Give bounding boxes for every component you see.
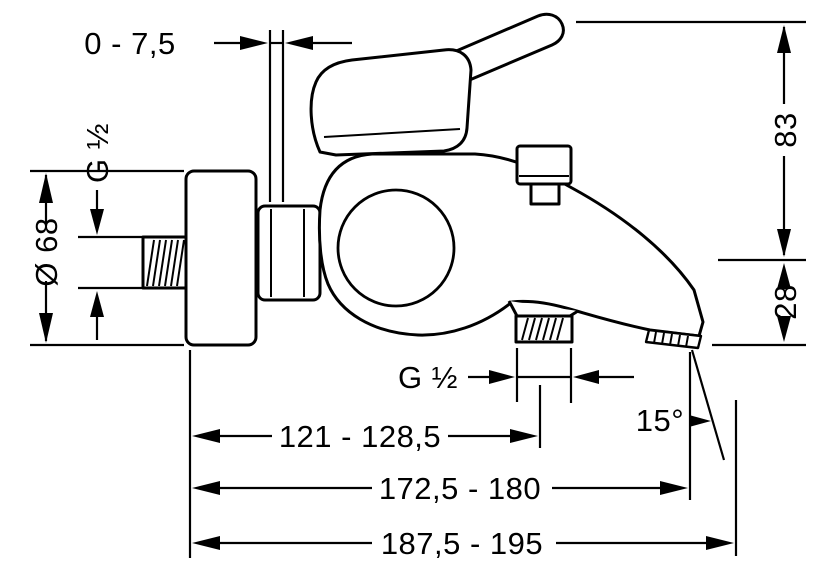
dim-label-inlet-thread: G ½ — [80, 123, 115, 183]
handle-cap — [309, 48, 473, 157]
dim-inlet-thread: G ½ — [78, 123, 144, 340]
aerator-block — [644, 328, 703, 350]
diverter-knob — [515, 144, 573, 186]
valve-housing-circle — [336, 188, 456, 308]
dim-label-depth-outlet: 121 - 128,5 — [279, 419, 441, 454]
dim-label-wall-offset: 0 - 7,5 — [84, 26, 175, 61]
connector-nut — [256, 204, 322, 302]
outlet-thread-hatch — [521, 317, 564, 341]
dim-label-depth-aerator: 172,5 - 180 — [379, 471, 541, 506]
faucet-body — [317, 152, 705, 338]
shower-outlet — [507, 300, 579, 344]
dim-label-outlet-thread: G ½ — [398, 360, 458, 395]
dim-outlet-thread: G ½ — [398, 348, 634, 403]
faucet-drawing — [141, 12, 705, 350]
dim-height-83: 83 — [576, 20, 806, 262]
dim-escutcheon-diameter: Ø 68 — [29, 169, 184, 347]
inlet-thread-nipple — [141, 235, 188, 290]
dim-label-height-28: 28 — [768, 284, 803, 319]
inlet-thread-hatch — [146, 239, 185, 287]
dim-label-escutcheon-diameter: Ø 68 — [29, 217, 64, 286]
dim-height-28: 28 — [712, 263, 806, 347]
dim-wall-offset: 0 - 7,5 — [84, 26, 352, 202]
dim-depth-outlet: 121 - 128,5 — [192, 385, 542, 454]
dim-spout-angle: 15° — [636, 349, 726, 461]
dim-label-spout-angle: 15° — [636, 403, 684, 438]
dim-depth-spout-tip: 187,5 - 195 — [192, 400, 738, 561]
dim-label-depth-spout-tip: 187,5 - 195 — [381, 526, 543, 561]
escutcheon-plate — [184, 169, 258, 347]
dim-label-height-83: 83 — [768, 112, 803, 147]
dim-depth-aerator: 172,5 - 180 — [192, 352, 692, 506]
